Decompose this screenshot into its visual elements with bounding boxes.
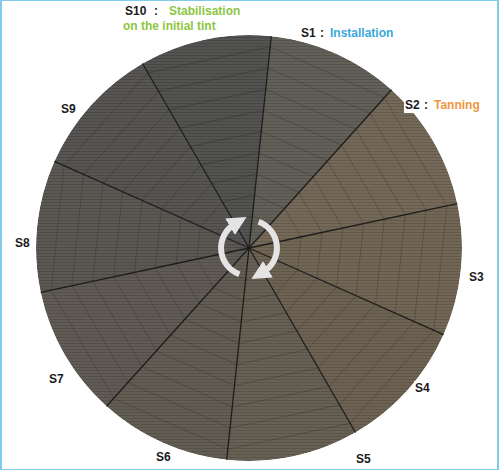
- separator: :: [319, 26, 325, 41]
- step-number: S7: [48, 372, 65, 387]
- step-number: S5: [355, 452, 372, 467]
- step-number: S4: [414, 381, 431, 396]
- sector-dividers: [41, 36, 458, 460]
- rotation-arrows: [221, 222, 277, 275]
- step-name: Tanning: [433, 98, 481, 113]
- texture: [36, 35, 462, 461]
- step-number: S3: [468, 270, 485, 285]
- step-number: S1: [300, 26, 317, 41]
- step-name: Installation: [329, 26, 394, 41]
- separator: :: [423, 98, 429, 113]
- step-number: S9: [60, 102, 77, 117]
- step-number: S10: [124, 4, 147, 19]
- step-number: S8: [14, 236, 31, 251]
- wheel: [36, 35, 462, 461]
- step-number: S2: [404, 98, 421, 113]
- separator: :: [153, 4, 159, 19]
- step-name: Stabilisation on the initial tint: [122, 4, 259, 34]
- step-number: S6: [155, 450, 172, 465]
